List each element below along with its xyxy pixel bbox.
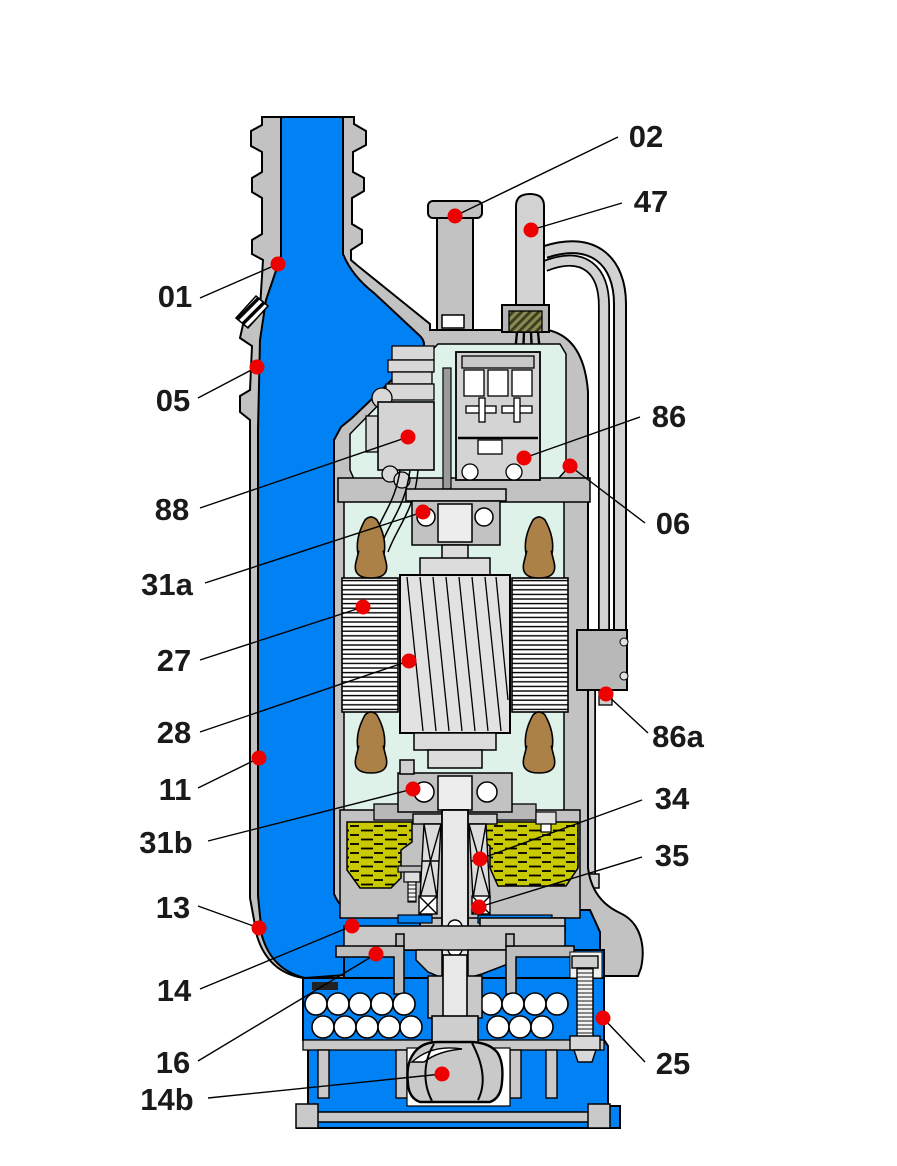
rotor xyxy=(399,574,511,769)
part-label-31b: 31b xyxy=(139,825,193,860)
cable-gland-stem xyxy=(515,192,545,312)
part-label-27: 27 xyxy=(156,643,192,678)
motor-end-windings xyxy=(354,516,556,774)
part-label-47: 47 xyxy=(633,184,669,219)
part-label-35: 35 xyxy=(654,838,690,873)
part-label-13: 13 xyxy=(155,890,191,925)
cable-gland xyxy=(501,304,550,356)
base-plate-and-feet xyxy=(295,1103,611,1129)
motor-protector xyxy=(455,351,541,481)
part-label-28: 28 xyxy=(156,715,192,750)
leader-lines xyxy=(197,136,649,1099)
part-markers xyxy=(249,208,614,1082)
oil-fill-plug xyxy=(535,811,557,833)
shaft-lower xyxy=(442,954,468,1020)
stator-laminations xyxy=(341,577,569,713)
oil-chamber xyxy=(346,821,579,889)
check-valve-flap xyxy=(234,294,270,330)
part-label-02: 02 xyxy=(628,119,664,154)
impeller xyxy=(406,1040,504,1104)
part-label-01: 01 xyxy=(157,279,193,314)
part-label-05: 05 xyxy=(155,383,191,418)
power-cable-loop xyxy=(542,240,627,889)
cable-clamp-box xyxy=(576,629,629,706)
part-label-86: 86 xyxy=(651,399,687,434)
part-label-14: 14 xyxy=(156,973,192,1008)
part-label-16: 16 xyxy=(155,1045,191,1080)
volute-walls xyxy=(317,1049,558,1099)
part-label-34: 34 xyxy=(654,781,690,816)
vent-slot xyxy=(312,982,338,990)
strainer-holes xyxy=(304,992,569,1039)
part-label-31a: 31a xyxy=(141,567,193,602)
oil-drain-plug xyxy=(397,865,427,903)
part-label-25: 25 xyxy=(655,1046,691,1081)
capacitor xyxy=(365,345,435,489)
part-label-88: 88 xyxy=(154,492,190,527)
part-label-86a: 86a xyxy=(652,719,704,754)
terminal-divider-plate xyxy=(442,367,452,490)
part-label-14b: 14b xyxy=(140,1082,194,1117)
part-label-11: 11 xyxy=(158,772,192,807)
part-label-06: 06 xyxy=(655,506,691,541)
casing-bolt xyxy=(569,951,603,1063)
